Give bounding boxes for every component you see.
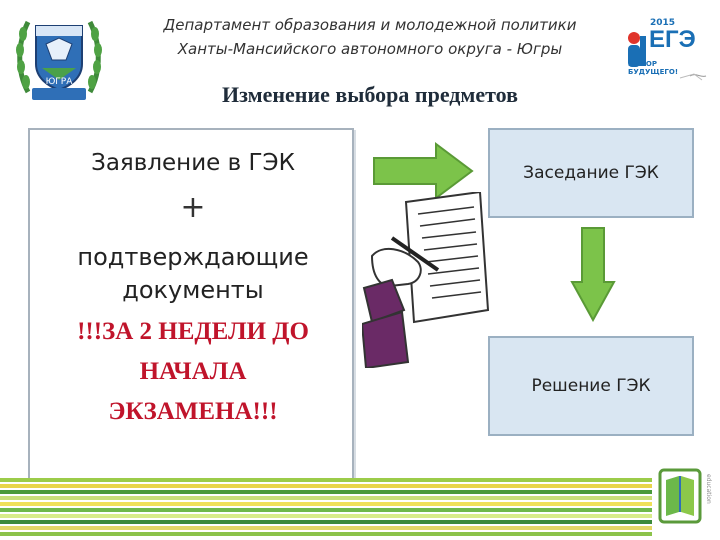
plus-sign: + <box>180 190 206 225</box>
deadline-warning-line-3: ЭКЗАМЕНА!!! <box>108 398 278 425</box>
ege-title: ЕГЭ <box>649 26 696 53</box>
supporting-label: подтверждающие <box>77 243 309 271</box>
svg-text:education: education <box>705 474 712 504</box>
application-label: Заявление в ГЭК <box>91 150 295 176</box>
gek-decision-box: Решение ГЭК <box>488 336 694 436</box>
gek-meeting-box: Заседание ГЭК <box>488 128 694 218</box>
ege-year: 2015 <box>650 18 676 28</box>
documents-label: документы <box>122 276 264 304</box>
application-box: Заявление в ГЭК + подтверждающие докумен… <box>28 128 354 480</box>
decorative-stripes <box>0 478 652 536</box>
hand-writing-icon <box>362 192 490 368</box>
gek-decision-label: Решение ГЭК <box>531 376 651 396</box>
ege-logo-icon <box>628 32 707 81</box>
department-line-1: Департамент образования и молодежной пол… <box>163 16 577 34</box>
deadline-warning-line-1: !!!ЗА 2 НЕДЕЛИ ДО <box>77 318 309 345</box>
deadline-warning-line-2: НАЧАЛА <box>139 358 247 385</box>
emblem-label: ЮГРА <box>45 77 73 87</box>
gek-meeting-label: Заседание ГЭК <box>523 163 659 183</box>
ege-subtitle: ВЫБОР БУДУЩЕГО! <box>628 60 679 76</box>
right-arrow-icon <box>373 142 474 200</box>
book-logo-icon: education <box>658 468 712 524</box>
page-title: Изменение выбора предметов <box>221 82 519 107</box>
coat-of-arms-icon <box>16 20 102 100</box>
down-arrow-icon <box>570 227 616 322</box>
department-line-2: Ханты-Мансийского автономного округа - Ю… <box>177 40 563 58</box>
